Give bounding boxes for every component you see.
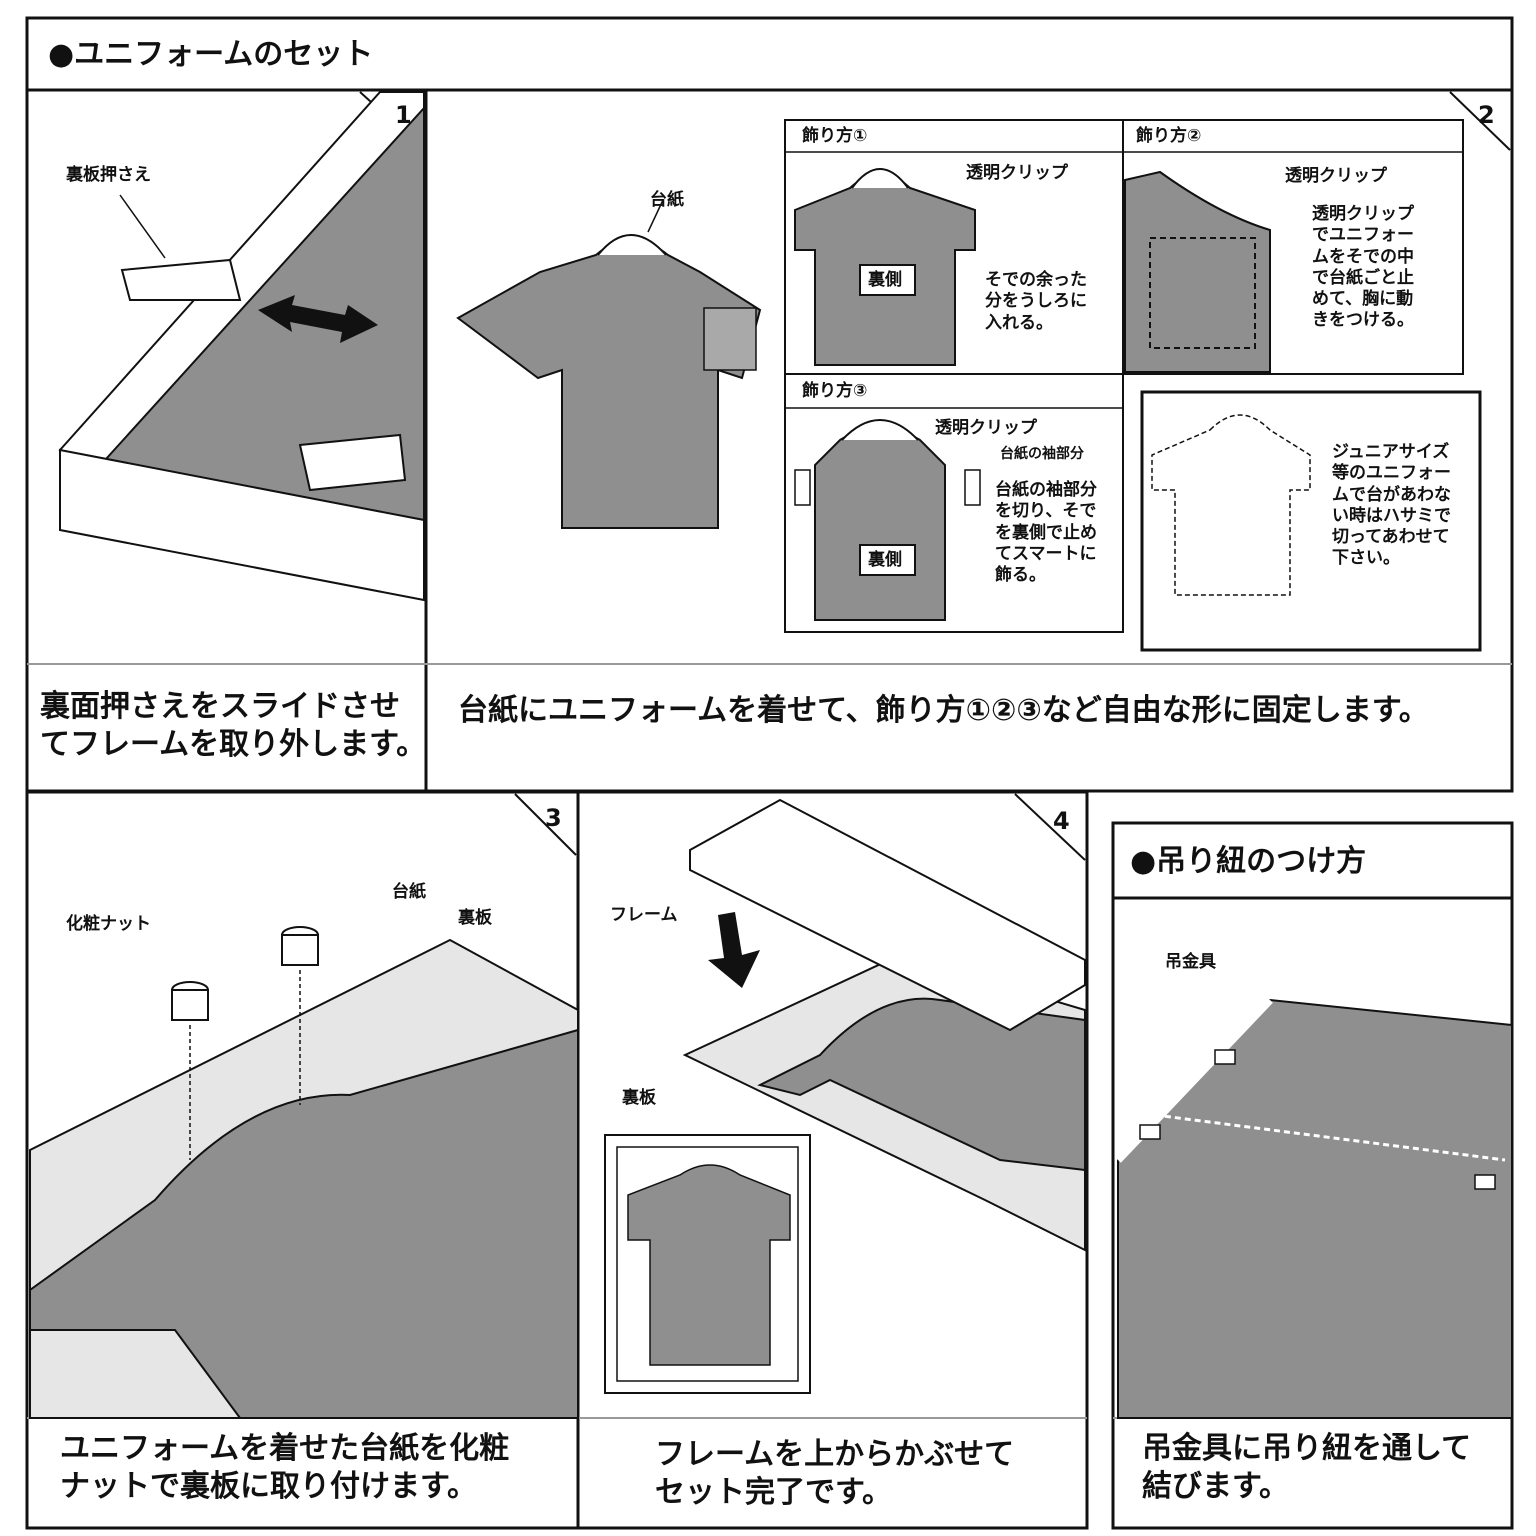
step3-illustration	[29, 926, 579, 1419]
style3-back-label: 裏側	[868, 550, 902, 570]
junior-illustration	[1151, 414, 1311, 596]
step3-mount-label: 台紙	[392, 882, 426, 902]
section2-title: ●吊り紐のつけ方	[1130, 844, 1367, 879]
mount-label: 台紙	[650, 190, 684, 210]
style3-illustration	[794, 419, 981, 621]
hanging-illustration	[1115, 997, 1513, 1419]
style1-clip-label: 透明クリップ	[966, 163, 1068, 183]
style3-sub-label: 台紙の袖部分	[1000, 446, 1084, 462]
step2-shirt-illustration	[456, 199, 762, 529]
nut-label: 化粧ナット	[66, 914, 151, 934]
step2-number: 2	[1478, 101, 1495, 129]
step1-caption: 裏面押さえをスライドさせ てフレームを取り外します。	[40, 689, 427, 762]
style3-title: 飾り方③	[802, 381, 868, 401]
step1-number: 1	[395, 101, 412, 129]
step3-caption: ユニフォームを着せた台紙を化粧 ナットで裏板に取り付けます。	[60, 1431, 510, 1504]
section2-caption: 吊金具に吊り紐を通して 結びます。	[1142, 1431, 1472, 1504]
style2-illustration	[1124, 170, 1271, 373]
style1-note: そでの余った 分をうしろに 入れる。	[985, 270, 1087, 333]
back-press-label: 裏板押さえ	[66, 165, 151, 185]
style1-back-label: 裏側	[868, 270, 902, 290]
style2-note: 透明クリップ でユニフォー ムをそでの中 で台紙ごと止 めて、胸に動 きをつける…	[1312, 204, 1414, 331]
step3-board-label: 裏板	[458, 908, 492, 928]
step4-number: 4	[1053, 807, 1070, 835]
section1-title: ●ユニフォームのセット	[48, 37, 374, 72]
step4-board-label: 裏板	[622, 1088, 656, 1108]
step1-frame-illustration	[58, 91, 425, 602]
step3-number: 3	[545, 804, 562, 832]
frame-label: フレーム	[610, 905, 678, 925]
step2-caption: 台紙にユニフォームを着せて、飾り方①②③など自由な形に固定します。	[458, 693, 1429, 728]
style1-title: 飾り方①	[802, 126, 868, 146]
style2-clip-label: 透明クリップ	[1285, 166, 1387, 186]
style3-clip-label: 透明クリップ	[935, 418, 1037, 438]
style2-title: 飾り方②	[1136, 126, 1202, 146]
junior-note: ジュニアサイズ 等のユニフォー ムで台があわな い時はハサミで 切ってあわせて …	[1332, 442, 1451, 569]
style3-note: 台紙の袖部分 を切り、そで を裏側で止め てスマートに 飾る。	[995, 480, 1097, 585]
step4-caption: フレームを上からかぶせて セット完了です。	[655, 1437, 1015, 1510]
style1-illustration	[794, 168, 976, 366]
step4-illustration	[604, 798, 1086, 1394]
hook-label: 吊金具	[1165, 952, 1216, 972]
